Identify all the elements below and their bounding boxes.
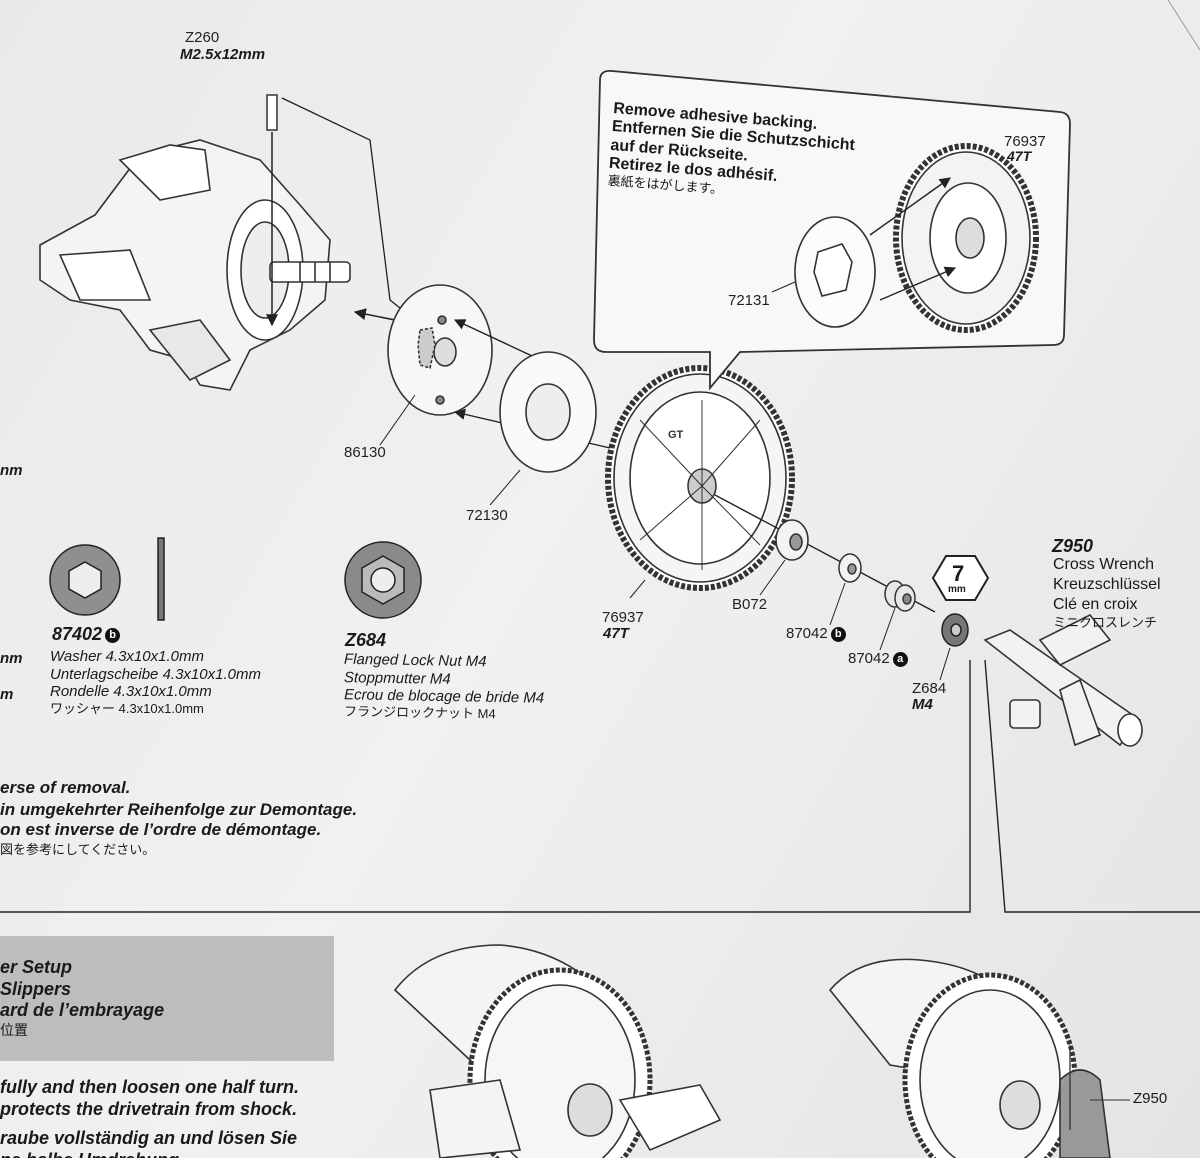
edge-label-3: m	[0, 686, 14, 703]
locknut-de: Stoppmutter M4	[343, 669, 451, 688]
adhesive-sticker-drawing	[794, 216, 876, 328]
note-ja: 図を参考にしてください。	[0, 842, 156, 857]
setup-line-4: 位置	[0, 1022, 28, 1038]
instruction-line-3: raube vollständig an und lösen Sie	[0, 1128, 298, 1148]
washer-en: Washer 4.3x10x1.0mm	[50, 648, 204, 665]
callout-gear-code: 76937	[1004, 133, 1046, 150]
hex-size-badge	[931, 555, 990, 601]
callout-text: Remove adhesive backing. Entfernen Sie d…	[607, 100, 857, 207]
label-nut-size: M4	[912, 696, 933, 713]
setup-line-3: ard de l’embrayage	[0, 1000, 165, 1020]
washer-fr: Rondelle 4.3x10x1.0mm	[50, 683, 212, 700]
instruction-line-1: fully and then loosen one half turn.	[0, 1077, 300, 1097]
spur-gear-drawing	[605, 365, 795, 591]
wrench-size-unit: mm	[948, 584, 966, 595]
edge-label-2: nm	[0, 650, 23, 667]
gearbox-housing-drawing	[39, 139, 351, 391]
cross-wrench-en: Cross Wrench	[1053, 556, 1155, 573]
label-87042-b-code: 87042	[786, 625, 828, 642]
collar-a-drawing	[884, 580, 916, 612]
bottom-right-illustration	[828, 958, 1130, 1158]
label-b072: B072	[732, 596, 768, 613]
badge-b-icon: b	[830, 626, 846, 642]
pin-drawing	[266, 94, 278, 131]
label-72130: 72130	[466, 507, 508, 524]
cross-wrench-drawing	[983, 613, 1143, 747]
callout-gear-teeth: 47T	[1007, 148, 1032, 164]
setup-line-1: er Setup	[0, 957, 73, 977]
locknut-code: Z684	[345, 630, 387, 650]
label-gear-code: 76937	[602, 609, 644, 626]
label-nut-code: Z684	[912, 680, 947, 697]
bottom-z950-label: Z950	[1133, 1090, 1168, 1107]
gear-print: GT	[668, 429, 684, 441]
pad-72130-drawing	[499, 351, 597, 473]
edge-label-1: nm	[0, 462, 23, 479]
note-fr: on est inverse de l’ordre de démontage.	[0, 820, 322, 839]
note-de: in umgekehrter Reihenfolge zur Demontage…	[0, 800, 358, 819]
label-87042-a-code: 87042	[848, 650, 890, 667]
cross-wrench-code: Z950	[1052, 536, 1094, 556]
bottom-left-illustration	[393, 944, 722, 1158]
washer-ja: ワッシャー 4.3x10x1.0mm	[50, 701, 204, 716]
disc-86130-drawing	[387, 284, 493, 416]
badge-a-icon: a	[892, 651, 908, 667]
washer-de: Unterlagscheibe 4.3x10x1.0mm	[50, 666, 261, 683]
locknut-en: Flanged Lock Nut M4	[343, 650, 487, 671]
callout-sticker-code: 72131	[728, 292, 770, 309]
cross-wrench-ja: ミニクロスレンチ	[1053, 615, 1158, 630]
cross-wrench-fr: Clé en croix	[1053, 596, 1138, 613]
instruction-line-2: protects the drivetrain from shock.	[0, 1099, 298, 1119]
instruction-line-4: ne halbe Umdrehung	[0, 1150, 179, 1158]
callout-gear-drawing	[893, 143, 1039, 333]
locknut-drawing	[941, 613, 969, 647]
label-gear-teeth: 47T	[603, 625, 629, 642]
label-86130: 86130	[344, 444, 386, 461]
washer-icon	[49, 537, 165, 621]
wrench-size-value: 7	[952, 561, 965, 586]
washer-badge-icon: b	[105, 627, 121, 643]
pin-code: Z260	[185, 29, 220, 46]
washer-code-text: 87402	[52, 624, 103, 644]
bearing-drawing	[775, 519, 809, 561]
cross-wrench-de: Kreuzschlüssel	[1053, 576, 1161, 593]
setup-heading-box	[0, 936, 334, 1061]
setup-line-2: Slippers	[0, 979, 72, 999]
locknut-icon	[344, 541, 422, 619]
locknut-ja: フランジロックナット M4	[343, 703, 496, 722]
pin-spec: M2.5x12mm	[180, 46, 266, 63]
note-en: erse of removal.	[0, 778, 131, 797]
washer-b-drawing	[838, 553, 862, 583]
